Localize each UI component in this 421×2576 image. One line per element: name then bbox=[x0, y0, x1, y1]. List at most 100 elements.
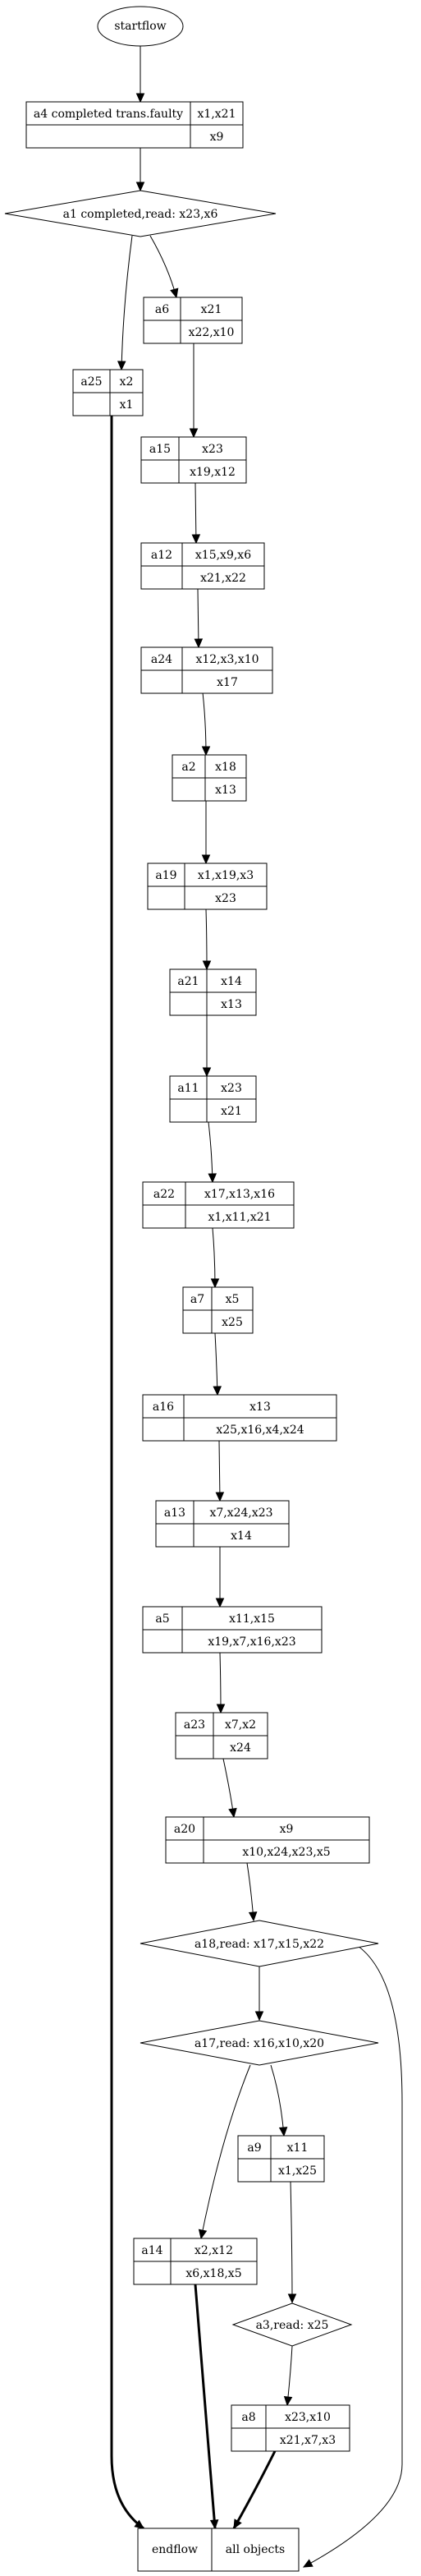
arrowhead-a13-a5 bbox=[215, 1598, 225, 1608]
record-top-objects: x23 bbox=[221, 1082, 242, 1095]
edge-a9-a3 bbox=[290, 2180, 293, 2303]
record-bottom-objects: x19,x7,x16,x23 bbox=[208, 1635, 295, 1649]
end-label: endflow bbox=[152, 2543, 198, 2556]
arrowhead-a1-a6 bbox=[170, 288, 179, 299]
edge-a18-end bbox=[303, 1942, 403, 2568]
record-bottom-objects: x17 bbox=[217, 676, 238, 689]
record-node-a9: a9 x11 x1,x25 bbox=[237, 2135, 325, 2183]
edge-a20-a18 bbox=[246, 1862, 254, 1921]
edge-a25-end bbox=[110, 415, 144, 2530]
arrowhead-a16-a13 bbox=[215, 1492, 225, 1502]
record-activity-label: a12 bbox=[151, 549, 172, 562]
record-activity-label: a6 bbox=[155, 303, 169, 316]
record-bottom-objects: x1,x25 bbox=[278, 2164, 317, 2178]
record-node-a25: a25 x2 x1 bbox=[72, 369, 144, 416]
arrowhead-a5-a23 bbox=[216, 1704, 226, 1714]
record-node-a23: a23 x7,x2 x24 bbox=[175, 1712, 268, 1760]
record-top-objects: x2 bbox=[120, 375, 134, 389]
decision-label: a17,read: x16,x10,x20 bbox=[194, 2037, 324, 2050]
edge-a8-end bbox=[232, 2450, 277, 2529]
edge-a5-a23 bbox=[219, 1652, 222, 1714]
arrowhead-a15-a12 bbox=[191, 534, 201, 545]
record-bottom-objects: x9 bbox=[210, 131, 224, 144]
record-node-a19: a19 x1,x19,x3 x23 bbox=[147, 862, 268, 910]
arrowhead-a3-a8 bbox=[283, 2396, 293, 2407]
record-top-objects: x5 bbox=[226, 1293, 240, 1306]
record-top-objects: x7,x2 bbox=[225, 1718, 256, 1732]
arrowhead-a25-end bbox=[134, 2519, 144, 2529]
record-activity-label: a9 bbox=[247, 2141, 261, 2155]
record-bottom-objects: x21,x7,x3 bbox=[280, 2434, 336, 2447]
record-top-objects: x21 bbox=[201, 303, 222, 316]
edge-a16-a13 bbox=[218, 1440, 221, 1502]
record-top-objects: x1,x19,x3 bbox=[198, 869, 254, 882]
arrowhead-a6-a15 bbox=[189, 428, 199, 439]
decision-diamond bbox=[231, 2302, 353, 2347]
record-bottom-objects: x25,x16,x4,x24 bbox=[216, 1424, 304, 1437]
arrowhead-a20-a18 bbox=[248, 1911, 258, 1922]
record-bottom-objects: x6,x18,x5 bbox=[185, 2267, 241, 2280]
record-bottom-objects: x24 bbox=[230, 1741, 251, 1755]
arrowhead-a11-a22 bbox=[208, 1173, 217, 1184]
edge-a17-a9 bbox=[270, 2064, 285, 2137]
start-label: startflow bbox=[114, 20, 166, 33]
record-bottom-objects: x13 bbox=[221, 998, 242, 1011]
edge-a22-a7 bbox=[212, 1227, 216, 1288]
record-bottom-objects: x21,x22 bbox=[200, 572, 246, 585]
edge-a15-a12 bbox=[194, 482, 197, 544]
decision-node-a3: a3,read: x25 bbox=[231, 2302, 353, 2347]
arrowhead-a18-end bbox=[302, 2559, 313, 2568]
record-top-objects: x13 bbox=[249, 1401, 271, 1414]
record-bottom-objects: x1,x11,x21 bbox=[208, 1211, 271, 1224]
record-activity-label: a22 bbox=[153, 1188, 175, 1201]
record-activity-label: a14 bbox=[141, 2244, 162, 2257]
edge-a3-a8 bbox=[286, 2345, 293, 2406]
record-bottom-objects: x19,x12 bbox=[190, 466, 236, 479]
decision-node-a17: a17,read: x16,x10,x20 bbox=[140, 2020, 379, 2066]
record-activity-label: a24 bbox=[151, 653, 172, 666]
record-top-objects: x2,x12 bbox=[194, 2244, 233, 2257]
record-activity-label: a25 bbox=[80, 375, 102, 389]
arrowhead-a22-a7 bbox=[210, 1278, 220, 1289]
record-top-objects: x11 bbox=[287, 2141, 309, 2155]
record-activity-label: a23 bbox=[184, 1718, 205, 1732]
record-activity-label: a19 bbox=[155, 869, 176, 882]
decision-diamond bbox=[4, 190, 277, 237]
edge-a12-a24 bbox=[197, 588, 199, 648]
end-all-objects-label: all objects bbox=[226, 2543, 285, 2556]
arrowhead-a8-end bbox=[233, 2518, 242, 2530]
record-activity-label: a7 bbox=[190, 1293, 204, 1306]
record-bottom-objects: x10,x24,x23,x5 bbox=[242, 1846, 330, 1859]
arrowhead-a18-a17 bbox=[254, 2011, 264, 2022]
record-bottom-objects: x21 bbox=[221, 1105, 242, 1118]
record-activity-label: a21 bbox=[177, 975, 199, 988]
arrowhead-a12-a24 bbox=[194, 638, 204, 649]
record-bottom-objects: x23 bbox=[215, 892, 236, 905]
arrowhead-a19-a21 bbox=[202, 960, 212, 971]
decision-diamond bbox=[140, 2020, 379, 2066]
record-node-a6: a6 x21 x22,x10 bbox=[143, 297, 243, 344]
record-bottom-objects: x25 bbox=[222, 1316, 243, 1329]
record-activity-label: a2 bbox=[181, 761, 195, 774]
arrowhead-a1-a25 bbox=[117, 361, 126, 371]
record-activity-label: a8 bbox=[241, 2411, 255, 2424]
record-top-objects: x15,x9,x6 bbox=[195, 549, 251, 562]
record-bottom-objects: x1 bbox=[120, 398, 134, 412]
node-endflow: endflow all objects bbox=[137, 2528, 300, 2572]
record-activity-label: a20 bbox=[174, 1823, 195, 1836]
record-top-objects: x23,x10 bbox=[285, 2411, 331, 2424]
record-node-a14: a14 x2,x12 x6,x18,x5 bbox=[133, 2238, 258, 2285]
edge-a17-a14 bbox=[200, 2064, 251, 2239]
record-top-objects: x18 bbox=[215, 761, 236, 774]
edge-a24-a2 bbox=[202, 692, 207, 756]
edge-a1-a6 bbox=[149, 235, 177, 298]
start-ellipse bbox=[97, 6, 184, 47]
arrowhead-a24-a2 bbox=[201, 746, 211, 757]
record-bottom-objects: x22,x10 bbox=[189, 326, 235, 339]
arrowhead-a14-end bbox=[209, 2519, 219, 2530]
